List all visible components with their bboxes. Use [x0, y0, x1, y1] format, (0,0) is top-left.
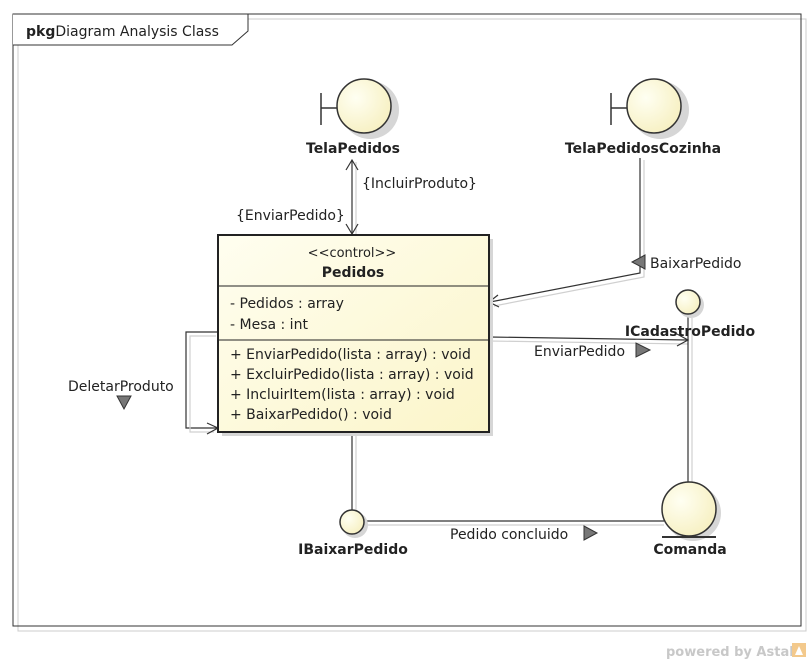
boundary-telapedidoscozinha[interactable]: TelaPedidosCozinha [565, 78, 721, 157]
message-direction-icon [635, 342, 652, 358]
class-operation: + ExcluirPedido(lista : array) : void [230, 367, 474, 383]
interface-icadastropedido-label: ICadastroPedido [625, 324, 756, 340]
boundary-telapedidos-label: TelaPedidos [306, 141, 400, 157]
watermark-text: powered by Astah [666, 645, 798, 660]
frame-title: Diagram Analysis Class [55, 24, 219, 40]
message-incluir-produto: {IncluirProduto} [362, 176, 477, 192]
class-operation: + EnviarPedido(lista : array) : void [230, 347, 471, 363]
self-loop-deletar [185, 331, 218, 429]
svg-text:pkgDiagram Analysis Class: pkgDiagram Analysis Class [26, 24, 219, 40]
interface-ibaixarpedido-label: IBaixarPedido [298, 542, 408, 558]
message-enviar-pedido: EnviarPedido [534, 344, 625, 360]
link-cozinha-pedidos [489, 158, 641, 303]
message-deletar-produto: DeletarProduto [68, 379, 174, 395]
interface-icadastropedido[interactable]: ICadastroPedido [625, 289, 756, 340]
interface-ibaixarpedido[interactable]: IBaixarPedido [298, 509, 408, 558]
message-direction-icon [583, 525, 599, 541]
class-operation: + IncluirItem(lista : array) : void [230, 387, 455, 403]
message-pedido-concluido: Pedido concluido [450, 527, 568, 543]
message-enviar-pedido-tela: {EnviarPedido} [236, 208, 345, 224]
package-frame: pkgDiagram Analysis Class [12, 13, 807, 632]
class-operation: + BaixarPedido() : void [230, 407, 392, 423]
message-labels: {IncluirProduto} {EnviarPedido} BaixarPe… [68, 176, 741, 543]
entity-comanda[interactable]: Comanda [653, 481, 727, 558]
class-name: Pedidos [322, 265, 385, 281]
astah-watermark: powered by Astah [666, 643, 806, 660]
boundary-telapedidoscozinha-label: TelaPedidosCozinha [565, 141, 721, 157]
connectors [185, 158, 693, 526]
message-baixar-pedido: BaixarPedido [650, 256, 741, 272]
link-pedidos-icadastro [488, 336, 689, 341]
entity-comanda-label: Comanda [653, 542, 726, 558]
class-pedidos[interactable]: <<control>> Pedidos - Pedidos : array - … [217, 234, 493, 436]
frame-keyword: pkg [26, 24, 55, 40]
arrowhead-up [345, 158, 359, 171]
class-attribute: - Mesa : int [230, 317, 308, 333]
message-direction-icon [630, 254, 646, 270]
class-stereotype: <<control>> [308, 246, 397, 261]
message-direction-icon [116, 395, 132, 411]
class-attribute: - Pedidos : array [230, 296, 344, 312]
boundary-telapedidos[interactable]: TelaPedidos [306, 78, 400, 157]
